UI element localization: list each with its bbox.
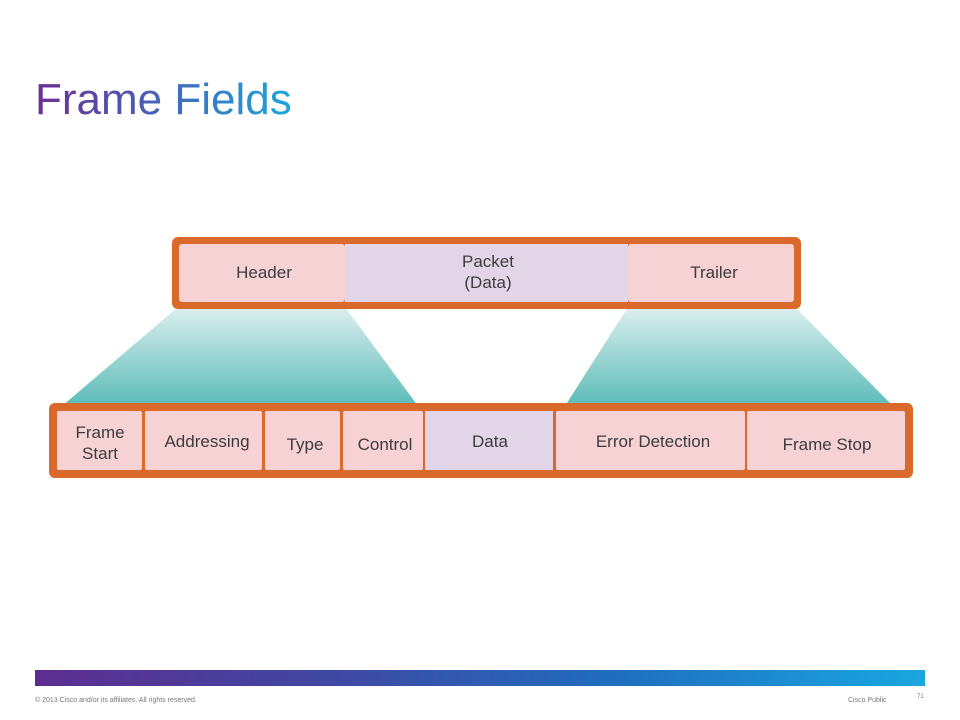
footer-gradient-bar xyxy=(35,670,925,686)
packet-label-line2: (Data) xyxy=(464,273,511,292)
trailer-label: Trailer xyxy=(690,263,738,282)
frame-start-label-line2: Start xyxy=(82,444,118,463)
frame-stop-label: Frame Stop xyxy=(783,435,872,454)
packet-label-line1: Packet xyxy=(462,252,514,271)
frame-start-label-line1: Frame xyxy=(75,423,124,442)
type-cell xyxy=(265,411,340,470)
frame-start-cell xyxy=(57,411,142,470)
slide-title: Frame Fields xyxy=(35,72,292,128)
packet-cell xyxy=(345,244,628,302)
header-expansion-shape xyxy=(62,307,418,406)
data-label: Data xyxy=(472,432,508,451)
control-label: Control xyxy=(358,435,413,454)
control-cell xyxy=(343,411,423,470)
error-detection-label: Error Detection xyxy=(596,432,710,451)
frame-stop-cell xyxy=(747,411,905,470)
classification-label: Cisco Public xyxy=(848,697,887,704)
data-cell xyxy=(425,411,553,470)
page-number: 71 xyxy=(917,694,924,700)
addressing-label: Addressing xyxy=(164,432,249,451)
trailer-cell xyxy=(628,244,794,302)
copyright-text: © 2013 Cisco and/or its affiliates. All … xyxy=(35,697,197,704)
type-label: Type xyxy=(287,435,324,454)
header-label: Header xyxy=(236,263,292,282)
top-frame: Header Packet (Data) Trailer xyxy=(172,237,801,309)
header-cell xyxy=(179,244,345,302)
trailer-expansion-shape xyxy=(565,307,893,406)
addressing-cell xyxy=(145,411,262,470)
bottom-frame: Frame Start Addressing Type Control Data… xyxy=(49,403,913,478)
error-detection-cell xyxy=(556,411,745,470)
